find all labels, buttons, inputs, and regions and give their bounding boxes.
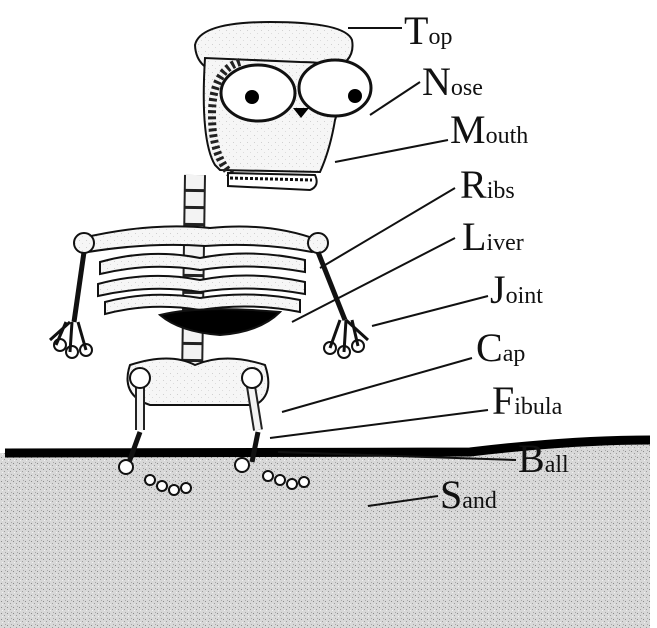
right-hand	[324, 320, 368, 358]
left-eye	[221, 65, 295, 121]
pointer-mouth	[335, 140, 448, 162]
label-ribs: Ribs	[460, 162, 515, 207]
label-mouth: Mouth	[450, 107, 528, 152]
pointer-cap	[282, 358, 472, 412]
pointer-fibula	[270, 410, 488, 438]
label-top: Top	[404, 8, 452, 53]
skeleton-figure	[50, 22, 371, 495]
pointer-nose	[370, 82, 420, 115]
labels: Top Nose Mouth Ribs Liver Joint Cap Fibu…	[404, 8, 569, 517]
liver	[160, 309, 280, 335]
label-liver: Liver	[462, 214, 524, 259]
label-fibula: Fibula	[492, 378, 563, 423]
pointer-joint	[372, 296, 488, 326]
label-joint: Joint	[490, 267, 543, 312]
label-nose: Nose	[422, 59, 483, 104]
pointer-ribs	[320, 188, 455, 268]
label-cap: Cap	[476, 325, 525, 370]
right-eye	[299, 60, 371, 116]
jaw	[228, 173, 317, 190]
left-hand	[50, 322, 92, 358]
